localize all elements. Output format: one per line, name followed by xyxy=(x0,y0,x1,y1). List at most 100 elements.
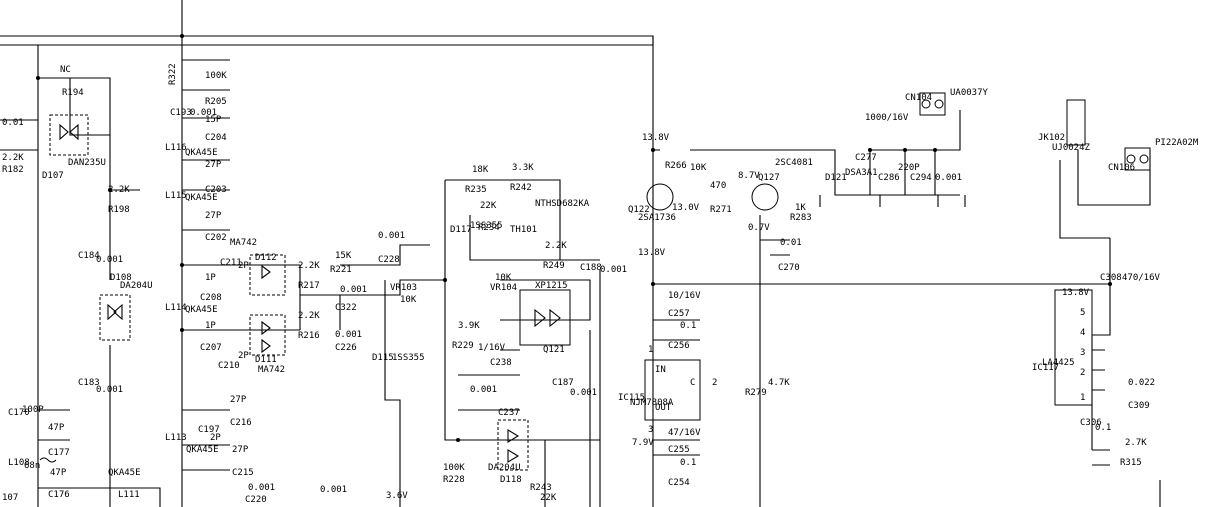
label-ic115: IC115 xyxy=(618,393,645,403)
label-pin-in: IN xyxy=(655,365,666,375)
label-c294: C294 xyxy=(910,173,932,183)
label-qk3: QKA45E xyxy=(185,305,218,315)
label-c197: C197 xyxy=(198,425,220,435)
label-c294v: 220P xyxy=(898,163,920,173)
label-r243v: 22K xyxy=(540,493,557,503)
label-c216: C216 xyxy=(230,418,252,428)
label-r249v: 2.2K xyxy=(545,241,567,251)
label-c309: C309 xyxy=(1128,401,1150,411)
label-c183v: 0.001 xyxy=(96,385,123,395)
label-r249: R249 xyxy=(543,261,565,271)
label-r221v: 15K xyxy=(335,251,352,261)
label-d117: D117 xyxy=(450,225,472,235)
label-cn106: CN106 xyxy=(1108,163,1135,173)
label-c237v: 0.001 xyxy=(470,385,497,395)
label-q121: Q121 xyxy=(543,345,565,355)
label-c208: C208 xyxy=(200,293,222,303)
label-r221: R221 xyxy=(330,265,352,275)
label-c270: C270 xyxy=(778,263,800,273)
label-c208v: 1P xyxy=(205,273,216,283)
label-c01: 0.01 xyxy=(2,118,24,128)
label-c215: C215 xyxy=(232,468,254,478)
label-c257v: 10/16V xyxy=(668,291,701,301)
label-dan: DAN235U xyxy=(68,158,106,168)
label-p3: 3 xyxy=(648,425,653,435)
label-q5: 5 xyxy=(1080,308,1085,318)
rf-section xyxy=(182,59,601,507)
label-r315v: 2.7K xyxy=(1125,438,1147,448)
label-q122v: 2SA1736 xyxy=(638,213,676,223)
label-c187: C187 xyxy=(552,378,574,388)
label-ma2: MA742 xyxy=(258,365,285,375)
label-d118: D118 xyxy=(500,475,522,485)
label-q4: 4 xyxy=(1080,328,1085,338)
label-c216v: 27P xyxy=(230,395,247,405)
label-p1: 1 xyxy=(648,345,653,355)
component-labels: R322 100K R205 C193 0.001 15P C204 L116 … xyxy=(2,63,1199,505)
label-q1: 1 xyxy=(1080,393,1085,403)
label-c309v: 0.022 xyxy=(1128,378,1155,388)
label-r198v: 2.2K xyxy=(108,185,130,195)
label-v130: 13.0V xyxy=(672,203,700,213)
label-xp: XP1215 xyxy=(535,281,568,291)
label-la: LA4425 xyxy=(1042,358,1075,368)
label-c238: C238 xyxy=(490,358,512,368)
label-r279: R279 xyxy=(745,388,767,398)
label-l115: L115 xyxy=(165,191,187,201)
label-r194: R194 xyxy=(62,88,84,98)
label-v07: 0.7V xyxy=(748,223,770,233)
label-r228: R228 xyxy=(443,475,465,485)
label-c170v: 100P xyxy=(22,405,44,415)
label-r234: R234 xyxy=(478,223,500,233)
label-jk: UJ0024Z xyxy=(1052,143,1091,153)
label-r242: R242 xyxy=(510,183,532,193)
label-c254: C254 xyxy=(668,478,690,488)
label-d121v: DSA3A1 xyxy=(845,168,878,178)
label-pin-out: OUT xyxy=(655,403,672,413)
label-r198: R198 xyxy=(108,205,130,215)
label-c257: C257 xyxy=(668,309,690,319)
label-c286: C286 xyxy=(878,173,900,183)
label-r279v: 4.7K xyxy=(768,378,790,388)
label-r266v: 10K xyxy=(690,163,707,173)
label-c220v: 0.001 xyxy=(248,483,275,493)
label-c176: C176 xyxy=(48,490,70,500)
label-d111: D111 xyxy=(255,355,277,365)
label-r229: R229 xyxy=(452,341,474,351)
label-r182v: 2.2K xyxy=(2,153,24,163)
label-nc: NC xyxy=(60,65,71,75)
label-c237: C237 xyxy=(498,408,520,418)
label-da3: DA204U xyxy=(488,463,521,473)
label-cn104: CN104 xyxy=(905,93,932,103)
label-d107: D107 xyxy=(42,171,64,181)
label-r271v: 470 xyxy=(710,181,726,191)
label-c001: 0.001 xyxy=(935,173,962,183)
label-c187v: 0.001 xyxy=(570,388,597,398)
label-c202v: 27P xyxy=(205,211,222,221)
label-l108v: 68n xyxy=(24,461,40,471)
label-c220: C220 xyxy=(245,495,267,505)
label-c220b: 0.001 xyxy=(320,485,347,495)
label-c184: C184 xyxy=(78,251,100,261)
label-c277: C277 xyxy=(855,153,877,163)
label-pin-c: C xyxy=(690,378,695,388)
left-section xyxy=(0,77,161,507)
label-r205: R205 xyxy=(205,97,227,107)
label-v36: 3.6V xyxy=(386,491,408,501)
bus-wires xyxy=(0,0,1161,507)
label-r322: R322 xyxy=(168,63,178,85)
label-c255v: 47/16V xyxy=(668,428,701,438)
label-d117v: 1SS355 xyxy=(470,221,503,231)
label-c210: C210 xyxy=(218,361,240,371)
label-c306: C306 xyxy=(1080,418,1102,428)
label-ma1: MA742 xyxy=(230,238,257,248)
label-qk2: QKA45E xyxy=(185,193,218,203)
label-q2: 2 xyxy=(1080,368,1085,378)
label-d115: D115 xyxy=(372,353,394,363)
label-nth: NTHSD682KA xyxy=(535,199,590,209)
label-c211: C211 xyxy=(220,258,242,268)
label-r271: R271 xyxy=(710,205,732,215)
label-q127v: 2SC4081 xyxy=(775,158,813,168)
label-vr104: VR104 xyxy=(490,283,517,293)
label-vr103v: 10K xyxy=(400,295,417,305)
